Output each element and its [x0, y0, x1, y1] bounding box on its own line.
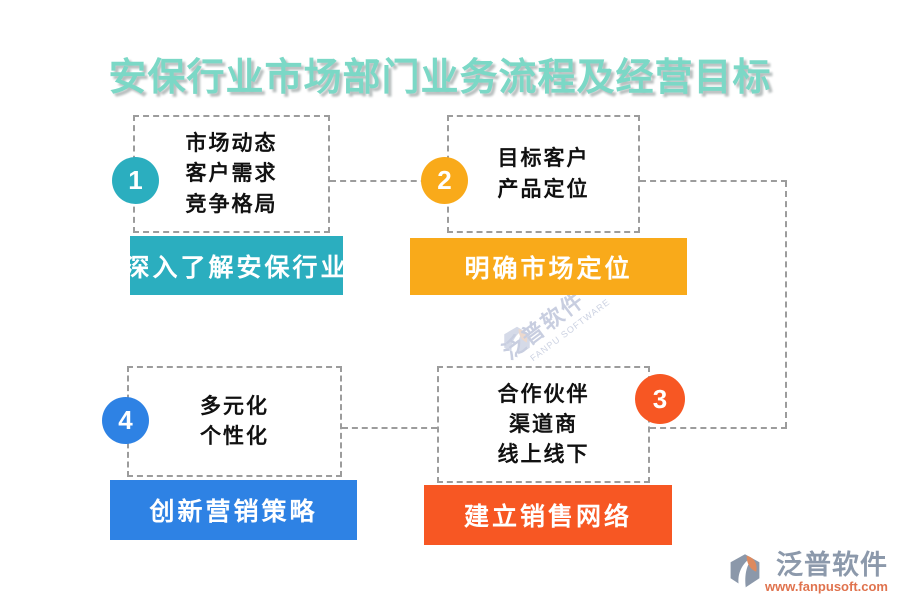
fanpu-logo-icon [730, 553, 760, 588]
keyword-line: 个性化 [200, 424, 269, 448]
footer-url: www.fanpusoft.com [764, 579, 888, 594]
keyword-line: 客户需求 [185, 161, 278, 186]
step-2-keywords-box: 目标客户 产品定位 [447, 115, 640, 233]
connector-step1-step2 [330, 180, 447, 182]
step-4-keywords-box: 多元化 个性化 [127, 366, 342, 477]
connector-right-down [785, 181, 787, 428]
connector-step4-step3 [342, 427, 437, 429]
step-1-keywords-box: 市场动态 客户需求 竞争格局 [133, 115, 330, 233]
connector-step2-right [640, 180, 787, 182]
keyword-line: 渠道商 [509, 411, 578, 436]
footer-text: 泛普软件 www.fanpusoft.com [764, 549, 888, 594]
step-1-action-button: 深入了解安保行业 [125, 236, 346, 295]
keyword-line: 多元化 [200, 393, 269, 418]
step-2-action-button: 明确市场定位 [410, 238, 687, 295]
page-title: 安保行业市场部门业务流程及经营目标 [108, 57, 772, 99]
step-3-number-badge: 3 [635, 374, 685, 424]
footer-brand: 泛普软件 www.fanpusoft.com [729, 549, 888, 594]
step-1-number-badge: 1 [112, 157, 159, 204]
step-2-number-badge: 2 [421, 157, 468, 204]
fanpu-watermark-icon [504, 326, 530, 356]
keyword-line: 市场动态 [185, 131, 278, 156]
step-3-action-button: 建立销售网络 [424, 485, 672, 545]
keyword-line: 线上线下 [497, 442, 590, 467]
keyword-line: 合作伙伴 [497, 381, 590, 406]
keyword-line: 产品定位 [497, 176, 590, 201]
keyword-line: 目标客户 [497, 146, 590, 171]
step-4-action-button: 创新营销策略 [110, 480, 357, 540]
keyword-line: 竞争格局 [185, 191, 278, 216]
connector-down-step3 [650, 427, 787, 429]
step-3-keywords-box: 合作伙伴 渠道商 线上线下 [437, 366, 650, 483]
step-4-number-badge: 4 [102, 397, 149, 444]
